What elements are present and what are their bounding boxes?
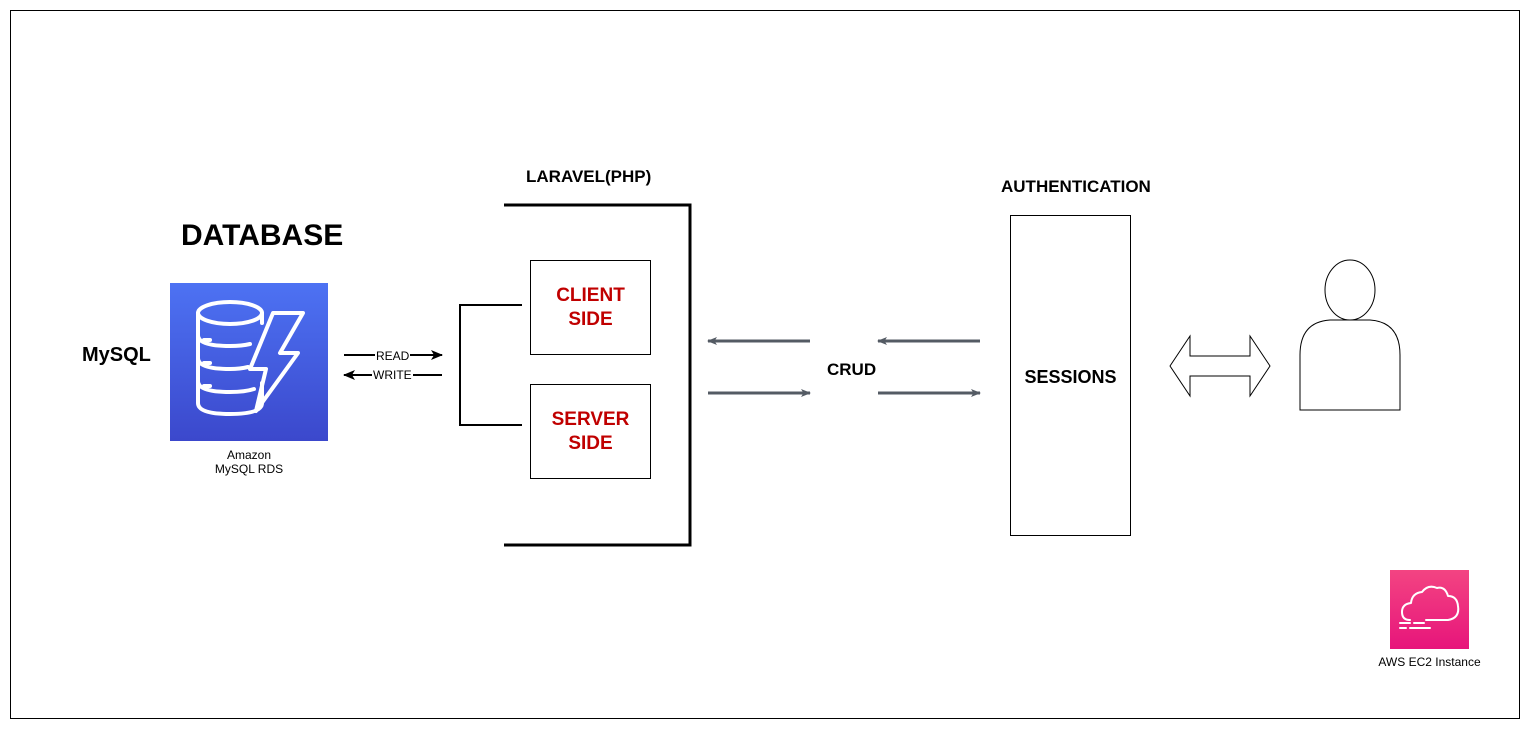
authentication-title: AUTHENTICATION	[1001, 177, 1151, 196]
server-side-line2: SIDE	[568, 433, 613, 454]
client-side-box: CLIENT SIDE	[530, 260, 651, 355]
amazon-dynamodb-icon	[170, 283, 328, 441]
diagram-frame	[10, 10, 1520, 719]
mysql-label: MySQL	[82, 344, 151, 366]
database-title: DATABASE	[181, 219, 344, 252]
ec2-caption: AWS EC2 Instance	[1378, 655, 1481, 669]
rds-caption-line1: Amazon	[226, 448, 272, 462]
double-arrow	[1169, 334, 1271, 398]
server-side-box: SERVER SIDE	[530, 384, 651, 479]
laravel-title: LARAVEL(PHP)	[526, 167, 652, 186]
read-label: READ	[375, 349, 411, 363]
cloud-icon	[1390, 570, 1469, 649]
laravel-container	[504, 203, 692, 547]
server-side-line1: SERVER	[551, 409, 630, 430]
user-icon	[1299, 259, 1401, 411]
rds-caption-line2: MySQL RDS	[214, 462, 284, 476]
write-label: WRITE	[372, 368, 413, 382]
client-side-line2: SIDE	[568, 309, 613, 330]
sessions-box: SESSIONS	[1010, 215, 1131, 536]
client-server-bracket	[459, 304, 522, 426]
sessions-label: SESSIONS	[1024, 367, 1117, 387]
crud-label: CRUD	[827, 360, 877, 379]
client-side-line1: CLIENT	[556, 285, 625, 306]
